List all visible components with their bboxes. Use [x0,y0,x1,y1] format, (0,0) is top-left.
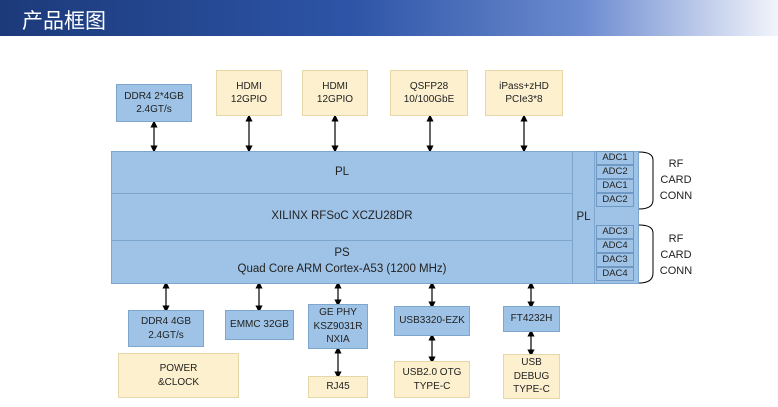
qsfp28-line-2: 10/100GbE [403,94,455,105]
converter-adc3-label: ADC3 [602,225,628,237]
ps-label: PS [334,247,350,260]
converter-dac4-label: DAC4 [602,267,628,279]
rf-label-1-line-1: RF [668,158,684,170]
ipass-line-1: iPass+zHD [499,80,549,92]
rf-label-1-line-2: CARD [660,173,692,186]
bracket-rf-group2 [638,224,654,284]
converter-dac4: DAC4 [596,267,634,281]
ft4232h-box: FT4232H [503,306,560,332]
hdmi-2-line-2: 12GPIO [316,94,354,105]
rf-label-2-line-1: RF [668,233,684,245]
ps-block: PS Quad Core ARM Cortex-A53 (1200 MHz) [111,240,573,284]
chip-block: XILINX RFSoC XCZU28DR [111,193,573,241]
hdmi-2-box: HDMI 12GPIO [302,70,368,116]
usb3320-box: USB3320-EZK [394,306,470,336]
chip-label: XILINX RFSoC XCZU28DR [271,210,413,223]
hdmi-1-line-1: HDMI [236,80,262,92]
rf-label-2-line-2: CARD [660,248,692,261]
usb-otg-box: USB2.0 OTG TYPE-C [394,361,470,398]
qsfp28-line-1: QSFP28 [409,80,449,92]
converter-dac2-label: DAC2 [602,193,628,205]
converter-dac3-label: DAC3 [602,253,628,265]
ge-phy-box: GE PHY KSZ9031R NXIA [308,304,368,349]
ddr4-top-line-1: DDR4 2*4GB [124,90,184,102]
power-clock-box: POWER &CLOCK [118,353,239,398]
power-line-1: POWER [159,363,198,374]
converter-dac2: DAC2 [596,193,634,207]
usb-otg-line-1: USB2.0 OTG [402,367,462,378]
ge-phy-line-1: GE PHY [319,307,357,319]
ddr4-top-line-2: 2.4GT/s [136,104,172,115]
page-header: 产品框图 [0,0,778,36]
converter-adc3: ADC3 [596,225,634,239]
converter-adc2-label: ADC2 [602,165,628,177]
usb3320-line-1: USB3320-EZK [399,315,465,327]
usb-otg-line-2: TYPE-C [413,380,451,392]
rj45-box: RJ45 [308,376,368,398]
pl-side-label: PL [576,210,591,223]
power-line-2: &CLOCK [157,376,200,388]
ipass-line-2: PCIe3*8 [505,94,543,105]
rj45-line-1: RJ45 [326,381,350,393]
hdmi-1-box: HDMI 12GPIO [216,70,282,116]
rf-card-conn-label-2: RF CARD CONN [655,232,697,280]
converter-dac1-label: DAC1 [602,179,628,191]
ipass-box: iPass+zHD PCIe3*8 [485,70,563,116]
converter-dac1: DAC1 [596,179,634,193]
ddr4-bottom-line-2: 2.4GT/s [148,329,184,341]
bracket-rf-group1 [638,151,654,210]
pl-side-block: PL [572,151,595,284]
converter-adc1-label: ADC1 [602,151,628,163]
usb-debug-line-3: TYPE-C [513,384,550,396]
pl-label: PL [334,165,350,178]
converter-adc4: ADC4 [596,239,634,253]
converter-adc1: ADC1 [596,151,634,165]
usb-debug-box: USB DEBUG TYPE-C [503,354,560,399]
converter-dac3: DAC3 [596,253,634,267]
ge-phy-line-3: NXIA [326,334,350,346]
emmc-line-1: EMMC 32GB [230,319,289,331]
hdmi-1-line-2: 12GPIO [230,94,268,105]
page-title: 产品框图 [22,9,106,33]
ps-cpu-label: Quad Core ARM Cortex-A53 (1200 MHz) [237,263,447,275]
ge-phy-line-2: KSZ9031R [313,320,363,332]
ddr4-bottom-box: DDR4 4GB 2.4GT/s [128,310,204,347]
ddr4-top-box: DDR4 2*4GB 2.4GT/s [116,84,192,122]
pl-block: PL [111,151,573,194]
converter-adc2: ADC2 [596,165,634,179]
qsfp28-box: QSFP28 10/100GbE [390,70,468,116]
hdmi-2-line-1: HDMI [322,80,348,92]
rf-label-2-line-3: CONN [659,264,693,277]
converter-adc4-label: ADC4 [602,239,628,251]
emmc-box: EMMC 32GB [225,310,294,340]
ddr4-bottom-line-1: DDR4 4GB [140,316,191,327]
usb-debug-line-1: USB [521,357,542,369]
ft4232h-line-1: FT4232H [510,313,553,325]
rf-card-conn-label-1: RF CARD CONN [655,157,697,205]
rf-label-1-line-3: CONN [659,189,693,202]
usb-debug-line-2: DEBUG [513,370,550,382]
